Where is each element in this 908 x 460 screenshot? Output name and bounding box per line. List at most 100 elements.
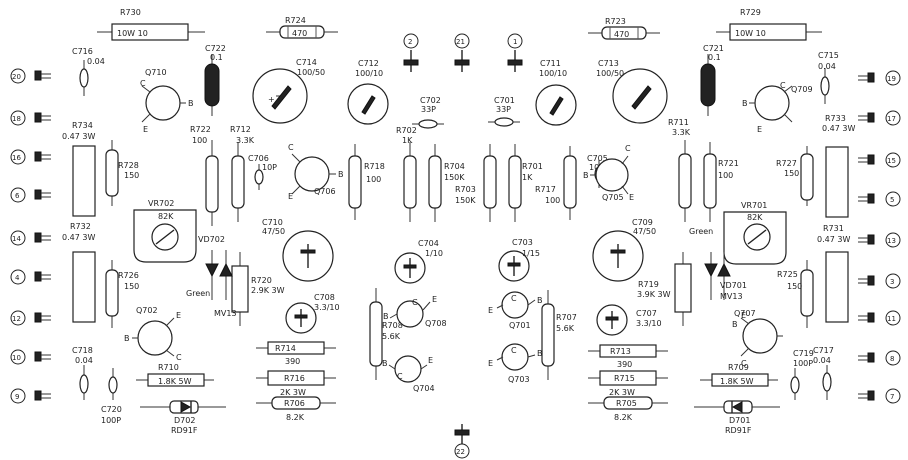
svg-text:8.2K: 8.2K (286, 413, 305, 422)
svg-text:3.9K 3W: 3.9K 3W (637, 290, 671, 299)
trimmer-vr702: VR702 82K (133, 199, 197, 263)
svg-text:B: B (338, 170, 344, 179)
svg-text:C: C (140, 79, 146, 88)
terminal-strip-right: 19 17 15 5 13 3 11 8 7 (858, 70, 901, 404)
transistor-q701: Q701 C B E (488, 291, 543, 330)
svg-text:R718: R718 (364, 162, 385, 171)
svg-text:150: 150 (124, 282, 139, 291)
capacitor-c708: C708 3.3/10 (285, 293, 340, 334)
svg-text:C713: C713 (598, 59, 619, 68)
svg-text:R717: R717 (535, 185, 556, 194)
terminal-strip-left: 20 18 16 6 14 4 12 10 9 (10, 68, 51, 404)
svg-text:470: 470 (292, 29, 307, 38)
capacitor-c721: C721 0.1 (700, 44, 724, 116)
svg-text:47/50: 47/50 (262, 227, 285, 236)
svg-text:9: 9 (15, 393, 19, 401)
svg-text:1K: 1K (522, 173, 533, 182)
svg-text:3.3K: 3.3K (236, 136, 255, 145)
svg-text:Q705: Q705 (602, 193, 624, 202)
terminal-10: 10 (10, 349, 51, 365)
resistor-r731: R731 0.47 3W (817, 224, 850, 323)
svg-text:C707: C707 (636, 309, 657, 318)
svg-text:B: B (188, 99, 194, 108)
svg-text:2: 2 (408, 38, 412, 46)
svg-text:C718: C718 (72, 346, 93, 355)
svg-text:R728: R728 (118, 161, 139, 170)
svg-text:0.47 3W: 0.47 3W (817, 235, 850, 244)
terminal-21: 21 (454, 33, 470, 72)
terminal-5: 5 (858, 191, 901, 207)
svg-text:C710: C710 (262, 218, 283, 227)
svg-text:7: 7 (890, 393, 894, 401)
svg-text:C720: C720 (101, 405, 122, 414)
resistor-r734: R734 0.47 3W (62, 121, 96, 217)
svg-text:R705: R705 (616, 399, 637, 408)
svg-text:20: 20 (12, 73, 21, 81)
svg-text:2K 3W: 2K 3W (609, 388, 635, 397)
svg-text:R707: R707 (556, 313, 577, 322)
svg-text:0.1: 0.1 (708, 53, 721, 62)
svg-text:R725: R725 (777, 270, 798, 279)
svg-text:VR702: VR702 (148, 199, 174, 208)
svg-text:Q708: Q708 (425, 319, 447, 328)
svg-text:11: 11 (887, 315, 896, 323)
svg-text:R731: R731 (823, 224, 844, 233)
capacitor-c717: C717 0.04 (813, 346, 834, 400)
capacitor-c706: C706 10P (248, 154, 277, 190)
svg-text:B: B (383, 312, 389, 321)
capacitor-c713: C713 100/50 (596, 59, 668, 124)
svg-text:0.04: 0.04 (87, 57, 105, 66)
svg-text:C709: C709 (632, 218, 653, 227)
terminal-20: 20 (10, 68, 51, 84)
svg-text:3: 3 (890, 278, 894, 286)
capacitor-c720: C720 100P (101, 368, 122, 425)
terminal-8: 8 (858, 350, 901, 366)
transistor-q704: Q704 B E C (382, 355, 435, 393)
svg-text:Green: Green (186, 289, 210, 298)
svg-text:C: C (741, 359, 747, 368)
svg-text:C: C (511, 346, 517, 355)
svg-text:390: 390 (617, 360, 632, 369)
svg-text:B: B (537, 296, 543, 305)
svg-text:B: B (537, 349, 543, 358)
svg-text:8: 8 (890, 355, 894, 363)
svg-text:21: 21 (456, 38, 465, 46)
svg-text:100P: 100P (793, 359, 813, 368)
svg-text:C704: C704 (418, 239, 439, 248)
svg-text:10: 10 (12, 354, 21, 362)
svg-text:C712: C712 (358, 59, 379, 68)
capacitor-c711: C711 100/10 (535, 59, 577, 126)
svg-text:100/10: 100/10 (539, 69, 567, 78)
svg-text:R729: R729 (740, 8, 761, 17)
svg-text:150: 150 (124, 171, 139, 180)
svg-text:C: C (176, 353, 182, 362)
svg-text:C717: C717 (813, 346, 834, 355)
capacitor-c722: C722 0.1 (204, 44, 226, 116)
svg-text:R719: R719 (638, 280, 659, 289)
svg-text:1K: 1K (402, 136, 413, 145)
svg-text:R724: R724 (285, 16, 306, 25)
terminal-12: 12 (10, 310, 51, 326)
svg-text:E: E (629, 193, 634, 202)
svg-text:100: 100 (545, 196, 560, 205)
svg-text:150: 150 (784, 169, 799, 178)
transistor-q706: Q706 C B E (288, 143, 344, 201)
terminal-17: 17 (858, 110, 901, 126)
svg-text:0.47 3W: 0.47 3W (62, 233, 95, 242)
transistor-q705: Q705 C B E (583, 144, 634, 202)
svg-text:10W 10: 10W 10 (117, 29, 148, 38)
svg-text:R730: R730 (120, 8, 141, 17)
svg-text:R733: R733 (825, 114, 846, 123)
resistor-r723: R723 470 (588, 17, 660, 40)
svg-text:E: E (757, 125, 762, 134)
svg-text:2K 3W: 2K 3W (280, 388, 306, 397)
